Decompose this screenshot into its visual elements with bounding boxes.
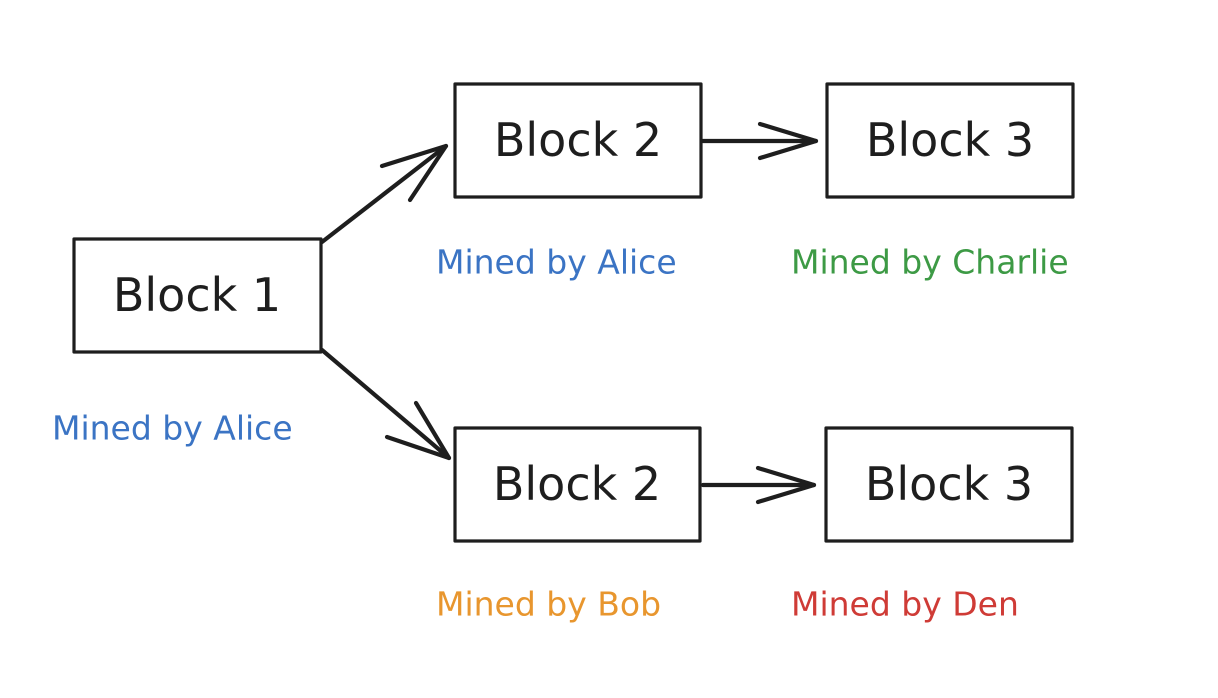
block3-bottom-caption: Mined by Den: [791, 585, 1019, 624]
edge-block2-top-to-block3-top: [700, 121, 819, 161]
node-block1: Block 1: [72, 237, 323, 354]
edge-block1-to-block2-bottom: [319, 347, 452, 461]
node-block2-bottom: Block 2: [453, 426, 702, 543]
block2-bottom-caption: Mined by Bob: [436, 585, 661, 624]
block2-top-caption: Mined by Alice: [436, 243, 677, 282]
block1-caption: Mined by Alice: [52, 409, 293, 448]
edge-block2-bottom-to-block3-bottom: [700, 465, 817, 505]
node-block3-bottom: Block 3: [824, 426, 1074, 543]
block2-top-label: Block 2: [494, 113, 662, 167]
block2-bottom-label: Block 2: [493, 457, 661, 511]
block3-top-box: [825, 82, 1075, 199]
block1-label: Block 1: [113, 268, 281, 322]
block3-top-label: Block 3: [866, 113, 1034, 167]
block2-top-box: [453, 82, 703, 199]
block3-top-caption: Mined by Charlie: [791, 243, 1069, 282]
node-block2-top: Block 2: [453, 82, 703, 199]
block3-bottom-box: [824, 426, 1074, 543]
block2-bottom-box: [453, 426, 702, 543]
node-block3-top: Block 3: [825, 82, 1075, 199]
block3-bottom-label: Block 3: [865, 457, 1033, 511]
block1-box: [72, 237, 323, 354]
edge-block1-to-block2-top: [319, 143, 449, 245]
